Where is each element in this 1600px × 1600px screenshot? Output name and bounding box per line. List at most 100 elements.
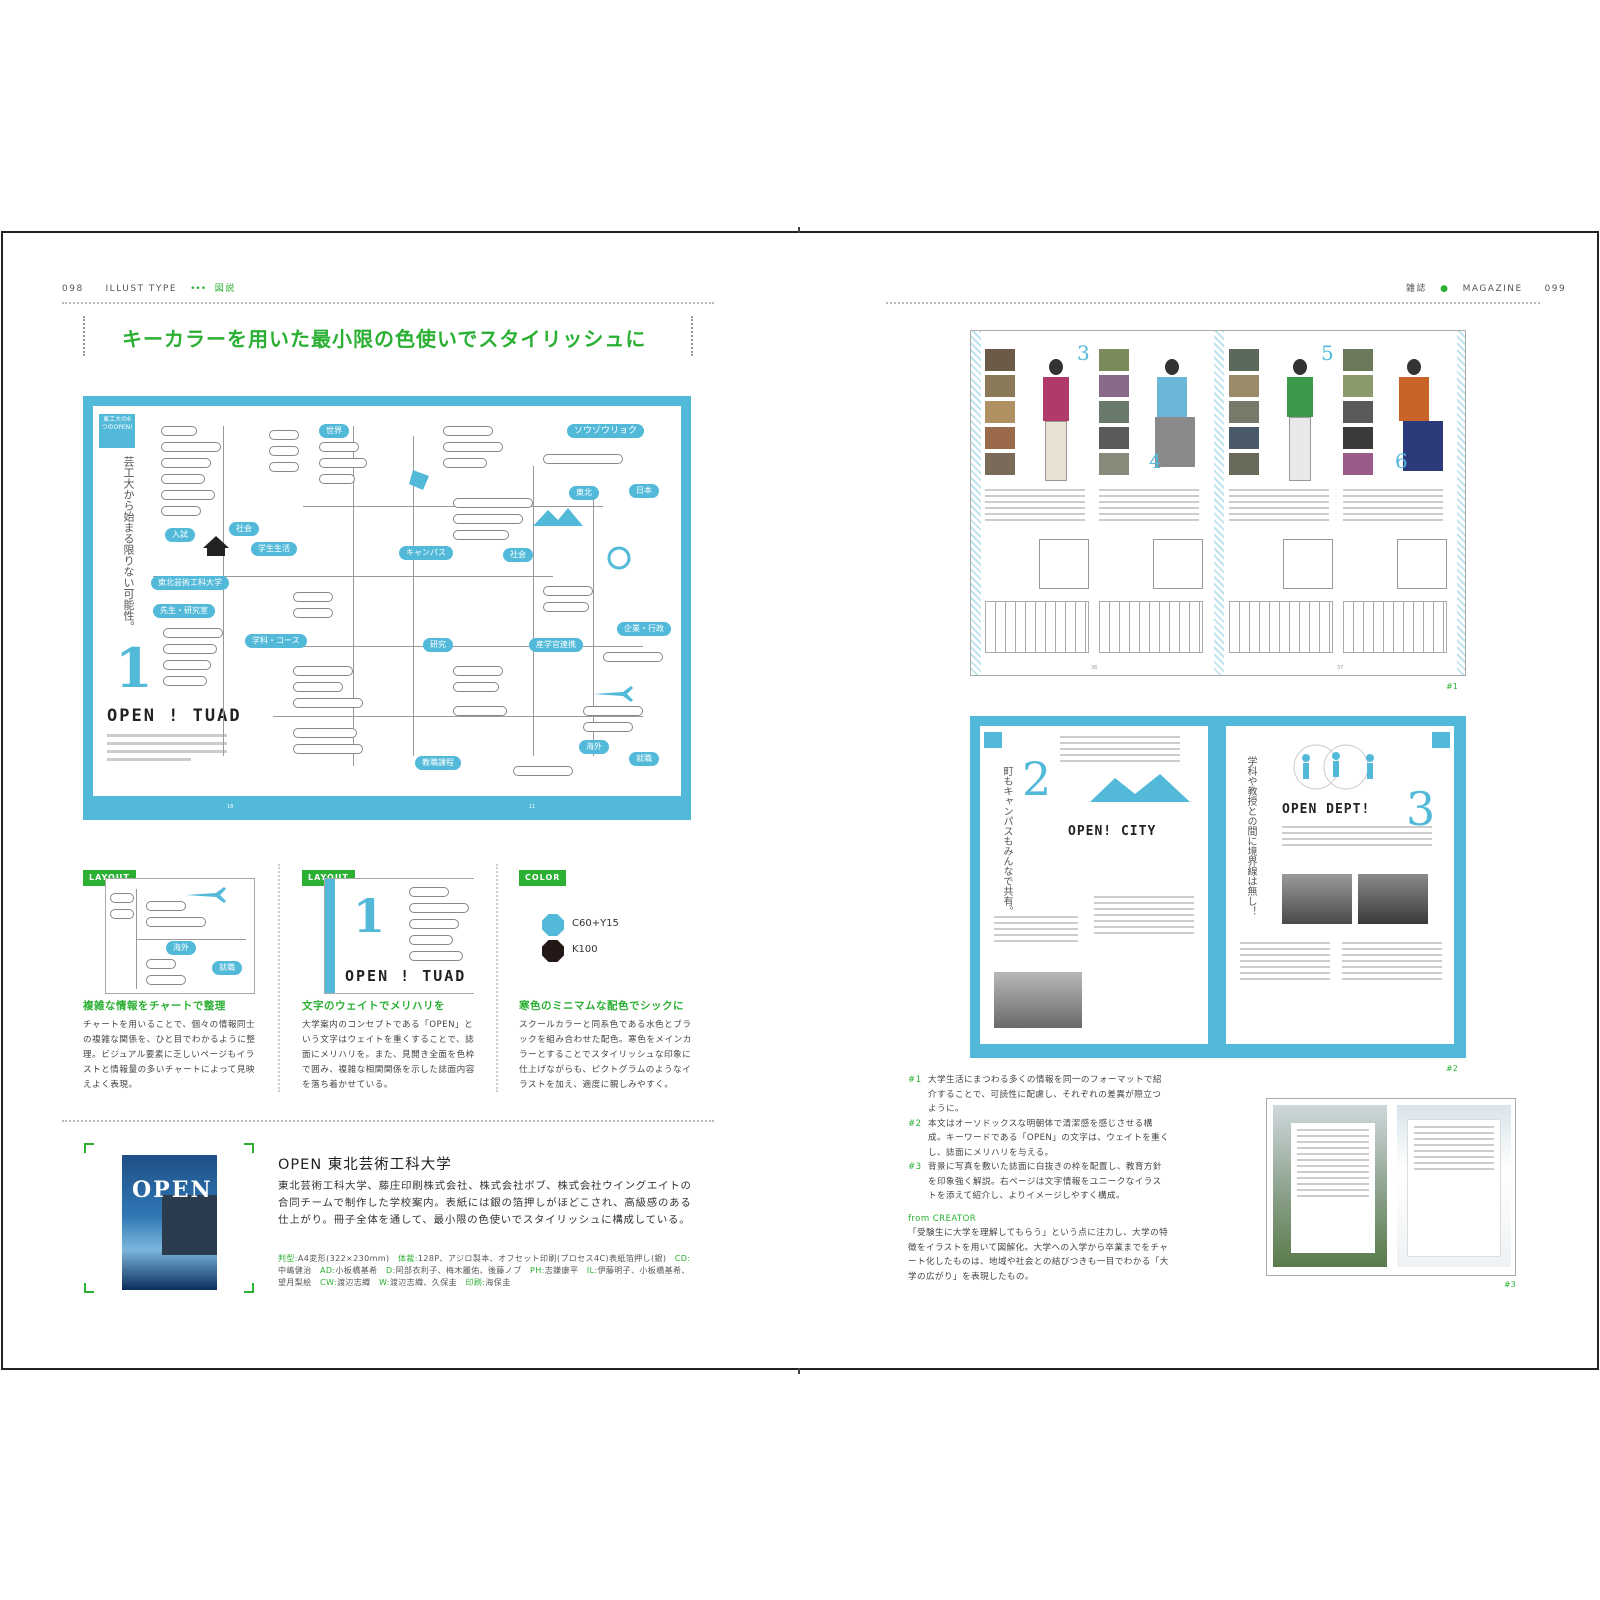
map-node-small <box>543 586 593 596</box>
map-line <box>413 436 414 756</box>
section-number: 2 <box>1022 752 1052 806</box>
spread-people-image: 3 4 5 <box>970 330 1466 676</box>
chart-spread-image: 東工大の6つのOPEN! 芸工大から始まる限りない可能性。 1 OPEN ! T… <box>83 396 691 820</box>
chart-spread-page: 東工大の6つのOPEN! 芸工大から始まる限りない可能性。 1 OPEN ! T… <box>93 406 681 796</box>
map-badge: 東工大の6つのOPEN! <box>99 414 135 448</box>
map-node-small <box>110 893 134 903</box>
crop-corner <box>244 1143 254 1153</box>
map-node-small <box>453 706 507 716</box>
credit-key: 判型: <box>278 1254 298 1263</box>
crop-corner <box>244 1283 254 1293</box>
profile-number: 3 <box>1077 341 1090 365</box>
map-node: 就職 <box>212 961 242 975</box>
note-key: #1 <box>908 1075 922 1085</box>
map-node-small <box>110 909 134 919</box>
map-node-small <box>453 666 503 676</box>
floor-plan <box>1039 539 1089 589</box>
map-node-small <box>163 660 211 670</box>
spread-title: OPEN! CITY <box>1068 824 1157 839</box>
profile-column: 4 <box>1099 339 1211 661</box>
credit-key: PH: <box>530 1266 545 1275</box>
credit-value: 小板橋基希 <box>335 1266 386 1275</box>
photo <box>985 401 1015 423</box>
map-title: OPEN ! TUAD <box>107 706 242 726</box>
credit-key: CW: <box>320 1278 337 1287</box>
stripe-edge <box>971 331 981 675</box>
swatch-black <box>542 940 564 962</box>
map-node-small <box>293 698 363 708</box>
globe-icon <box>607 546 631 570</box>
credit-value: 中嶋健治 <box>278 1266 320 1275</box>
photo <box>1358 874 1428 924</box>
house-icon <box>203 536 229 556</box>
gutter-mark <box>798 227 800 233</box>
map-line <box>303 506 603 507</box>
spread-label: #3 <box>1504 1280 1516 1289</box>
map-section-number: 1 <box>115 636 153 700</box>
map-node: 海外 <box>579 740 609 754</box>
feature-heading: 文字のウェイトでメリハリを <box>302 1000 445 1012</box>
map-node-small <box>453 682 499 692</box>
vertical-copy: 学科や教授との間に境界線は無し！ <box>1245 756 1256 916</box>
section-dots: ••• <box>190 284 207 294</box>
column-divider <box>278 864 280 1092</box>
map-node: ソウゾウリョク <box>567 424 645 438</box>
credit-value: A4変形(322×230mm) <box>297 1254 398 1263</box>
product-credits: 判型:A4変形(322×230mm) 体裁:128P、アジロ製本、オフセット印刷… <box>278 1253 698 1289</box>
photo <box>1343 453 1373 475</box>
credit-value: 阿部衣利子、梅木麗佑、後藤ノブ <box>395 1266 530 1275</box>
spread-page-number: 36 <box>1091 665 1098 671</box>
spread-page-photo <box>1273 1105 1387 1267</box>
stripe-edge <box>1214 331 1224 675</box>
photo <box>1229 401 1259 423</box>
right-category: 雑誌 <box>1406 284 1428 294</box>
body-text <box>994 916 1078 946</box>
schedule-table <box>1099 601 1203 653</box>
credit-key: CD: <box>674 1254 691 1263</box>
right-head-rule <box>886 302 1540 304</box>
book-icon <box>409 470 429 490</box>
spread-photo-image <box>1266 1098 1516 1276</box>
map-node-small <box>409 951 463 961</box>
credit-value: 伊藤明子、小板橋基希、望月梨絵 <box>278 1266 690 1287</box>
map-node: 就職 <box>629 752 659 766</box>
right-running-head: 雑誌 ● MAGAZINE 099 <box>1406 281 1566 294</box>
map-node-small <box>409 919 459 929</box>
body-text <box>1291 1123 1375 1207</box>
map-node-small <box>293 744 363 754</box>
map-node-small <box>161 490 215 500</box>
map-node-small <box>409 903 469 913</box>
map-node-small <box>543 602 589 612</box>
map-page-right: 11 <box>529 804 536 810</box>
cover-building <box>162 1195 217 1255</box>
feature-tag: COLOR <box>519 870 567 886</box>
spread-label: #1 <box>1446 682 1458 691</box>
swatch-label: C60+Y15 <box>572 918 619 929</box>
profile-text <box>985 489 1085 525</box>
body-text <box>1408 1120 1500 1180</box>
map-node-small <box>409 887 449 897</box>
feature-body: 大学案内のコンセプトである「OPEN」という文字はウェイトを重くすることで、誌面… <box>302 1020 475 1090</box>
map-line <box>533 466 534 756</box>
left-section-name: ILLUST TYPE <box>105 284 178 294</box>
credit-key: 体裁: <box>397 1254 418 1263</box>
photo <box>1229 375 1259 397</box>
map-node-small <box>319 442 359 452</box>
body-text <box>1094 896 1194 938</box>
map-node-small <box>443 458 487 468</box>
profile-text <box>1229 489 1329 525</box>
photo <box>985 349 1015 371</box>
photo <box>985 375 1015 397</box>
body-text <box>1282 826 1432 850</box>
feature-thumbnail: 1 OPEN ! TUAD <box>324 878 474 994</box>
right-section-name: MAGAZINE <box>1462 284 1523 294</box>
map-node-small <box>453 530 509 540</box>
book-cover-photo: OPEN <box>122 1155 217 1290</box>
map-line <box>136 939 246 940</box>
credit-value: 128P、アジロ製本、オフセット印刷(プロセス4C)表紙箔押し(銀) <box>417 1254 675 1263</box>
photo <box>1099 401 1129 423</box>
map-node: 産学官連携 <box>529 638 583 652</box>
